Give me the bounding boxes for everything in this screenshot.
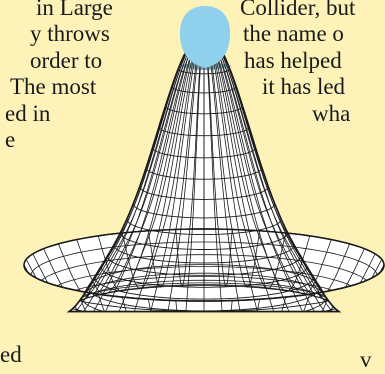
- mesh-line: [63, 314, 346, 342]
- mesh-line: [69, 312, 339, 339]
- mesh-grid-lines: [24, 33, 384, 343]
- mesh-line: [56, 313, 352, 343]
- surface-mesh: [24, 33, 384, 343]
